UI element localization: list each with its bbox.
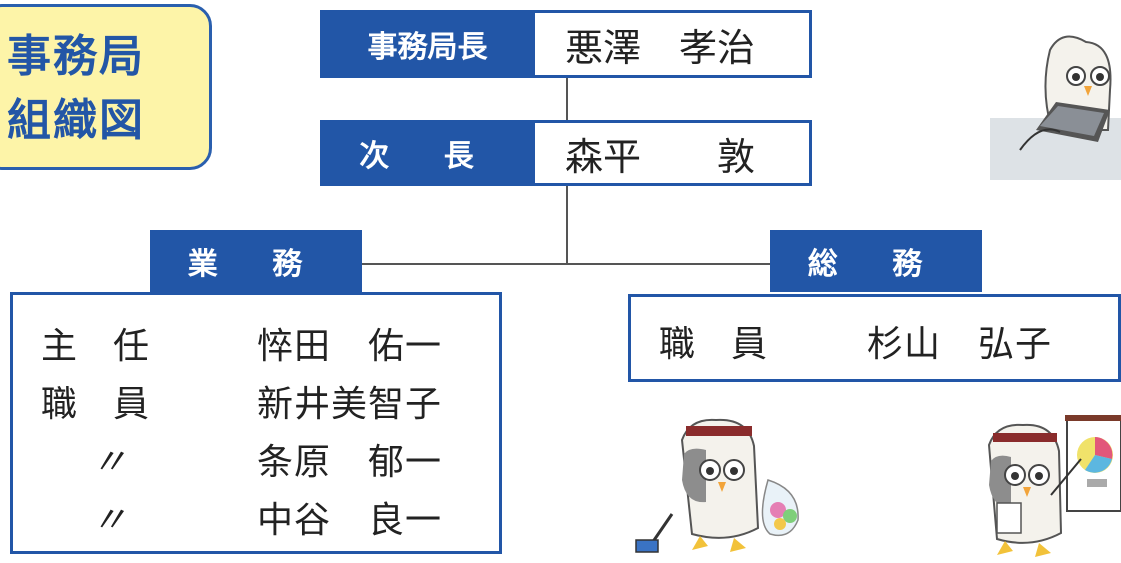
member-role: 主 任 (41, 326, 150, 367)
list-item: 主 任 悴田 佑一 (13, 317, 499, 367)
member-role-ditto: 〃 (91, 442, 128, 483)
list-item: 職 員 新井美智子 (13, 375, 499, 425)
director-name: 悪澤 孝治 (532, 10, 812, 78)
member-role: 職 員 (659, 324, 768, 365)
owl-mascot-laptop-icon (990, 35, 1121, 180)
gyomu-header: 業 務 (150, 230, 362, 292)
title-box: 事務局 組織図 (0, 4, 212, 170)
member-role-ditto: 〃 (91, 500, 128, 541)
list-item: 〃 中谷 良一 (13, 491, 499, 541)
owl-mascot-presentation-icon (987, 415, 1121, 557)
deputy-name-text: 森平 敦 (565, 134, 756, 179)
member-name: 杉山 弘子 (867, 324, 1053, 365)
connector-branch-horizontal (362, 263, 770, 265)
member-name: 新井美智子 (257, 384, 443, 425)
connector-deputy-branch (566, 186, 568, 264)
deputy-name: 森平 敦 (532, 120, 812, 186)
somu-member-list: 職 員 杉山 弘子 (628, 294, 1121, 382)
title-line-1: 事務局 (7, 31, 145, 82)
member-name: 中谷 良一 (257, 500, 443, 541)
director-name-text: 悪澤 孝治 (565, 25, 756, 70)
somu-header: 総 務 (770, 230, 982, 292)
title-line-2: 組織図 (7, 95, 145, 146)
member-name: 悴田 佑一 (257, 326, 443, 367)
connector-director-deputy (566, 78, 568, 120)
gyomu-member-list: 主 任 悴田 佑一 職 員 新井美智子 〃 条原 郁一 〃 中谷 良一 (10, 292, 502, 554)
member-name: 条原 郁一 (257, 442, 443, 483)
director-role-label: 事務局長 (320, 10, 535, 78)
list-item: 〃 条原 郁一 (13, 433, 499, 483)
member-role: 職 員 (41, 384, 150, 425)
list-item: 職 員 杉山 弘子 (631, 315, 1118, 365)
owl-mascot-candy-icon (635, 418, 799, 553)
deputy-role-label: 次 長 (320, 120, 535, 186)
